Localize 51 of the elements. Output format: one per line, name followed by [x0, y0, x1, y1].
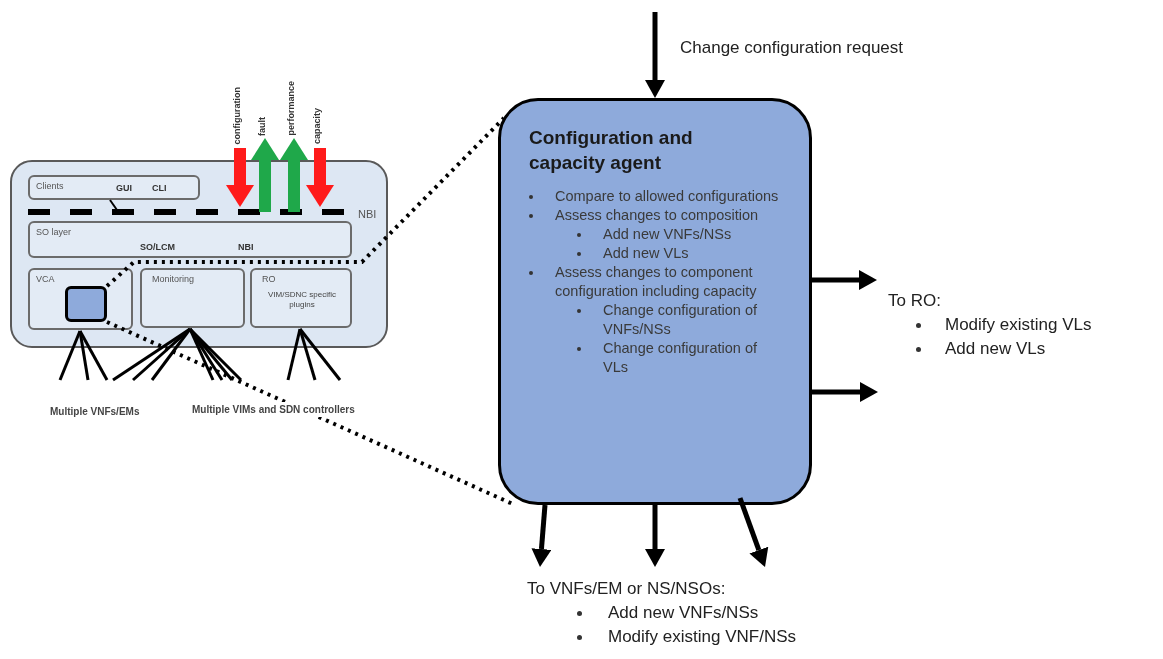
edge-label: performance	[287, 81, 296, 136]
output-heading: To RO:	[888, 290, 942, 312]
boundary-label: NBI	[358, 207, 377, 222]
arrow	[280, 138, 308, 212]
component-title: SO layer	[36, 228, 71, 237]
arrow	[306, 148, 334, 207]
bullet-item: Assess changes to composition	[555, 206, 759, 225]
component-label: NBI	[238, 243, 254, 252]
bullet-item: Add new VLs	[945, 338, 1046, 360]
arrow	[645, 12, 665, 98]
arrow	[812, 382, 878, 402]
component-note: VIM/SDNC specific plugins	[267, 290, 337, 310]
component-box	[28, 268, 133, 330]
caption-label: Multiple VNFs/EMs	[50, 404, 140, 419]
component-title: VCA	[36, 275, 55, 284]
arrow	[251, 138, 279, 212]
arrow	[226, 148, 254, 207]
bullet-item: Change configuration of VLs	[603, 339, 758, 377]
agent-heading: Configuration and capacity agent	[529, 126, 694, 175]
edge-label: Change configuration request	[680, 38, 904, 57]
edge-label: configuration	[233, 86, 242, 144]
platform-box	[10, 160, 388, 348]
bullet-item: Change configuration of VNFs/NSs	[603, 301, 758, 339]
component-label: SO/LCM	[140, 243, 175, 252]
bullet-item: Add new VNFs/NSs	[603, 225, 732, 244]
component-title: Monitoring	[152, 275, 195, 284]
caption-label: Multiple VIMs and SDN controllers	[192, 402, 355, 417]
arrow	[737, 497, 769, 567]
edge-label: fault	[258, 117, 267, 136]
edge-label: capacity	[313, 107, 322, 144]
component-label: CLI	[152, 184, 167, 193]
component-box	[28, 221, 352, 258]
bullet-item: Compare to allowed configurations	[555, 187, 779, 206]
component-box	[140, 268, 245, 328]
dotted-line	[105, 116, 506, 288]
agent-box	[65, 286, 107, 322]
component-label: GUI	[116, 184, 132, 193]
bullet-item: Add new VLs	[603, 244, 689, 263]
bullet-item: Assess changes to component configuration including capacity	[555, 263, 758, 301]
component-title: Clients	[36, 182, 64, 191]
component-box	[28, 175, 200, 200]
arrow	[812, 270, 877, 290]
bullet-item: Modify existing VLs	[945, 314, 1092, 336]
component-title: RO	[262, 275, 276, 284]
output-heading: To VNFs/EM or NS/NSOs:	[527, 578, 727, 600]
arrow	[645, 505, 665, 567]
agent-box	[498, 98, 812, 505]
component-box	[250, 268, 352, 328]
bullet-item: Modify existing VNF/NSs	[608, 626, 796, 648]
arrow	[531, 504, 552, 567]
bullet-item: Add new VNFs/NSs	[608, 602, 759, 624]
